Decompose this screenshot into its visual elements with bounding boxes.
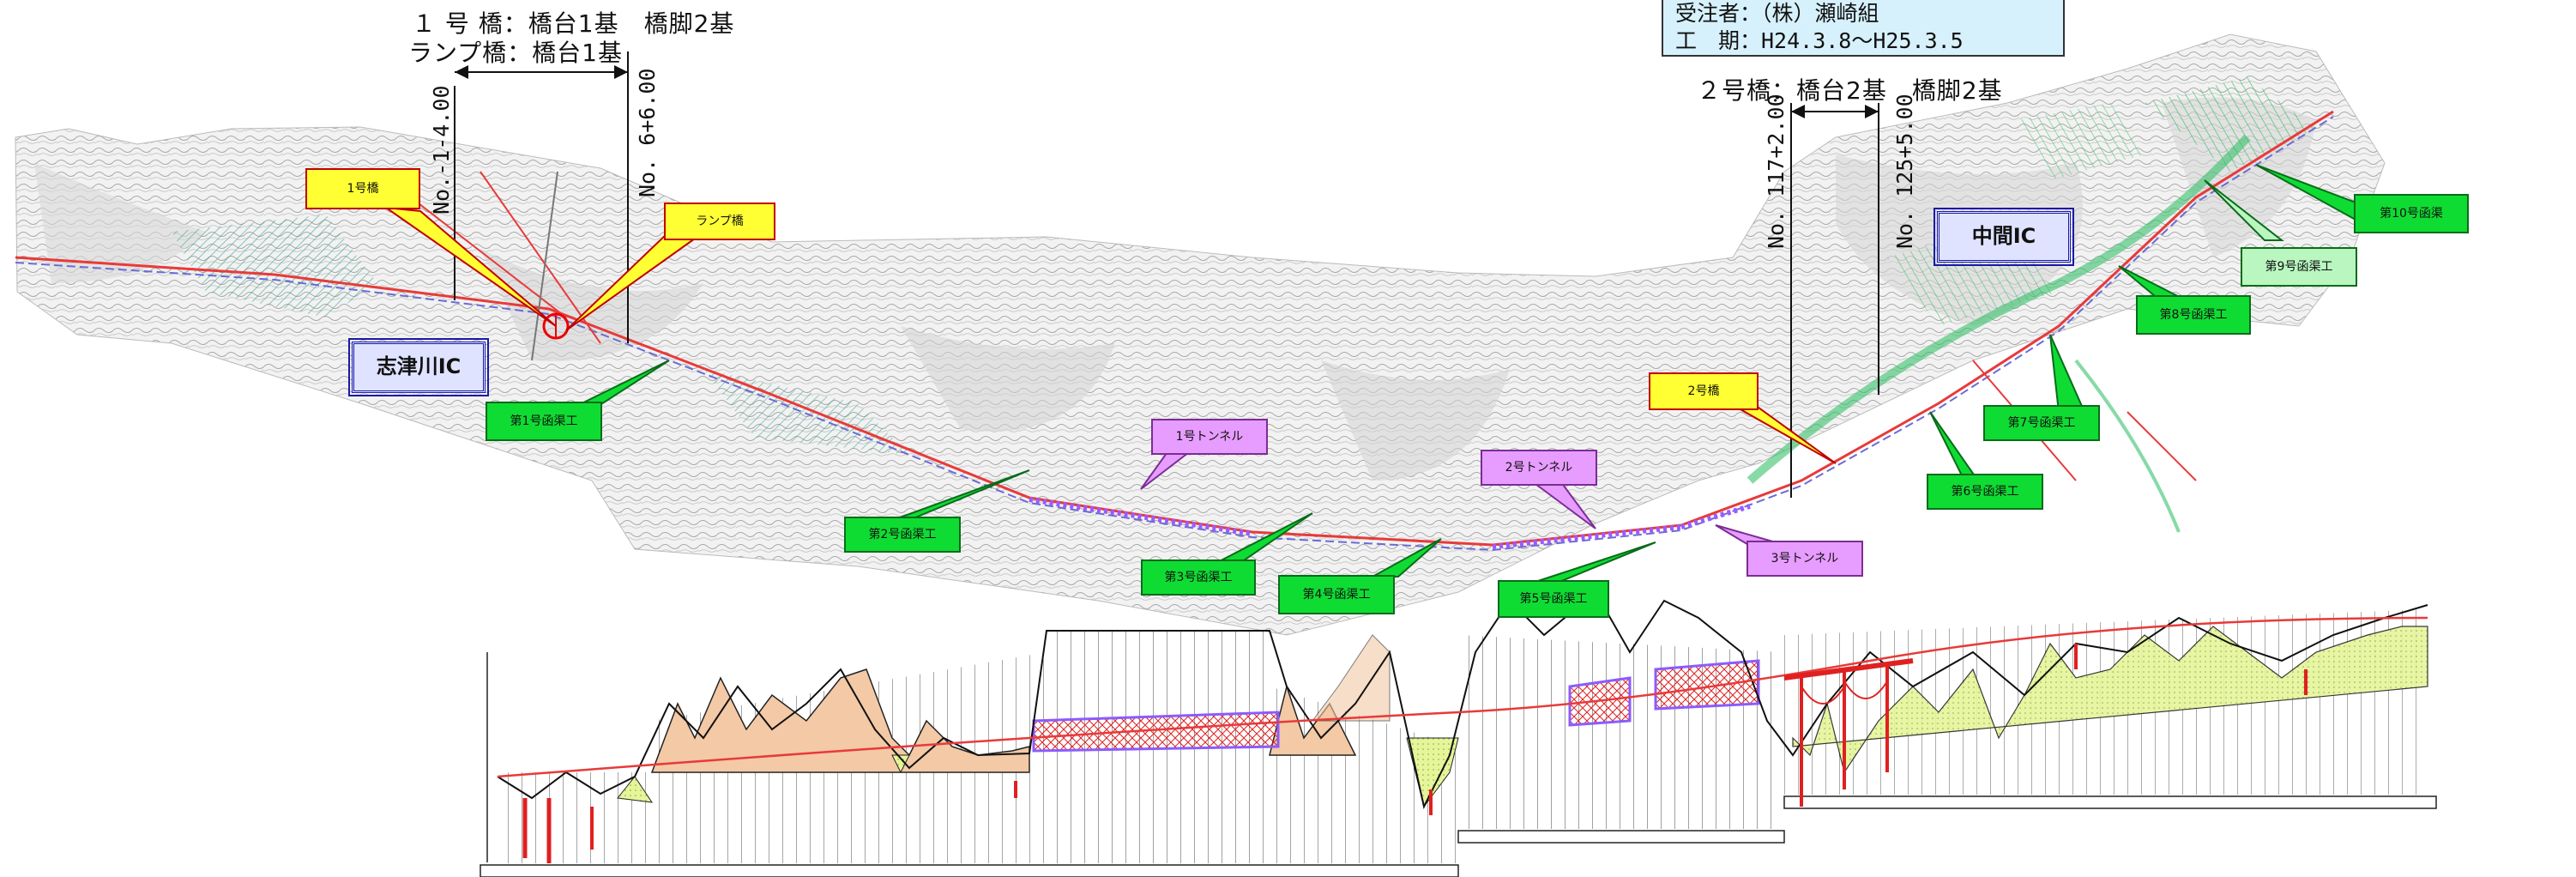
bridge2-tag: 2号橋 (1649, 372, 1759, 410)
ic-nakama: 中間IC (1934, 208, 2074, 266)
culvert5-tag: 第5号函渠工 (1498, 580, 1609, 618)
terrain-left (15, 33, 2386, 636)
culvert9-tag: 第9号函渠工 (2241, 247, 2357, 287)
ramp-bridge-tag: ランプ橋 (664, 203, 775, 240)
station-label-4: No. 125+5.00 (1892, 94, 1917, 249)
station-label-3: No. 117+2.00 (1764, 94, 1789, 249)
culvert3-tag: 第3号函渠工 (1141, 559, 1256, 596)
bridge1-tag: 1号橋 (305, 168, 420, 209)
ground-line (497, 590, 2428, 809)
culvert2-tag: 第2号函渠工 (844, 517, 961, 553)
culvert1-tag: 第1号函渠工 (486, 402, 602, 441)
culvert7-tag: 第7号函渠工 (1983, 405, 2100, 441)
ramp-bridge-title: ランプ橋：橋台1基 (408, 39, 623, 67)
period-text: 工 期：H24.3.8～H25.3.5 (1675, 28, 1964, 53)
culvert8-tag: 第8号函渠工 (2136, 295, 2251, 335)
bridge1-title: １ 号 橋：橋台1基 橋脚2基 (412, 9, 735, 38)
contractor-text: 受注者：（株）瀬崎組 (1675, 1, 1879, 26)
culvert4-tag: 第4号函渠工 (1278, 575, 1395, 614)
tunnel3-tag: 3号トンネル (1746, 541, 1863, 577)
design-grade-line (497, 616, 2428, 778)
contract-info-box: 受注者：（株）瀬崎組 工 期：H24.3.8～H25.3.5 (1662, 0, 2065, 57)
culvert10-tag: 第10号函渠 (2354, 194, 2469, 233)
tunnel2-tag: 2号トンネル (1481, 450, 1597, 486)
bridge2-title: ２号橋：橋台2基 橋脚2基 (1697, 76, 2003, 105)
tunnel1-tag: 1号トンネル (1151, 419, 1268, 455)
fill-region (617, 776, 654, 803)
ic-shizugawa: 志津川IC (348, 338, 489, 396)
station-label-1: No.-1-4.00 (429, 85, 454, 215)
station-label-2: No. 6+6.00 (635, 68, 660, 197)
culvert6-tag: 第6号函渠工 (1927, 474, 2043, 510)
